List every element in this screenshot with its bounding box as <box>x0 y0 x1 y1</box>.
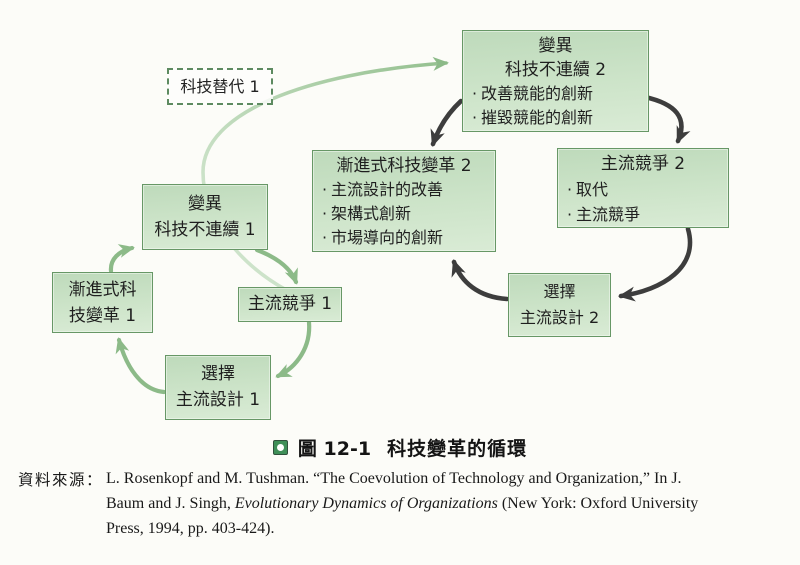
figure-title: 科技變革的循環 <box>387 438 528 460</box>
box-variation-1: 變異 科技不連續 1 <box>142 184 268 250</box>
bullet-dot: · <box>566 180 573 199</box>
bullet-dot: · <box>321 204 328 223</box>
box-variation-2-title-line2: 科技不連續 2 <box>504 60 607 80</box>
box-selection-1-title-line2: 主流設計 1 <box>175 390 261 410</box>
label-technology-substitution: 科技替代 1 <box>167 68 273 105</box>
bullet-dot: · <box>566 205 573 224</box>
arrow-variation1-to-competition1 <box>254 247 299 285</box>
box-competition-2-bullet-2: ·主流競爭 <box>563 202 728 227</box>
box-competition-2-bullet-1: ·取代 <box>563 177 728 202</box>
box-variation-1-title-line2: 科技不連續 1 <box>154 220 256 240</box>
source-text: L. Rosenkopf and M. Tushman. “The Coevol… <box>106 466 698 541</box>
box-incremental-2-bullet-1: ·主流設計的改善 <box>318 178 495 202</box>
arrow-competition2-to-selection2 <box>618 226 693 302</box>
box-incremental-1-title-line2: 技變革 1 <box>68 306 137 326</box>
box-incremental-2-bullet-2: ·架構式創新 <box>318 202 495 226</box>
source-prefix: 資料來源： <box>18 472 104 489</box>
box-selection-2: 選擇 主流設計 2 <box>508 273 611 337</box>
box-selection-2-title-line1: 選擇 <box>543 282 576 301</box>
arrow-variation2-to-competition2 <box>642 94 691 144</box>
arrow-competition1-to-selection1 <box>275 319 312 379</box>
bullet-dot: · <box>471 108 478 127</box>
box-incremental-2-title: 漸進式科技變革 2 <box>336 156 472 176</box>
box-incremental-1-title-line1: 漸進式科 <box>68 280 137 300</box>
figure-caption: 圖 12-1 科技變革的循環 <box>0 434 800 461</box>
label-technology-substitution-text: 科技替代 1 <box>180 77 260 96</box>
box-incremental-2: 漸進式科技變革 2 ·主流設計的改善 ·架構式創新 ·市場導向的創新 <box>312 150 496 252</box>
box-variation-2-bullet-2: ·摧毀競能的創新 <box>468 106 648 130</box>
arrow-variation2-to-incremental2 <box>430 98 464 147</box>
box-selection-1-title-line1: 選擇 <box>201 364 235 384</box>
arrow-selection1-to-incremental1 <box>115 337 167 395</box>
box-incremental-2-bullet-3: ·市場導向的創新 <box>318 226 495 250</box>
bullet-dot: · <box>471 84 478 103</box>
bullet-dot: · <box>321 180 328 199</box>
box-competition-2-title: 主流競爭 2 <box>600 154 686 174</box>
arrow-incremental1-to-variation1 <box>108 244 135 274</box>
box-selection-1: 選擇 主流設計 1 <box>165 355 271 420</box>
box-selection-2-title-line2: 主流設計 2 <box>519 308 600 327</box>
box-competition-1: 主流競爭 1 <box>238 287 342 322</box>
source-citation: 資料來源： L. Rosenkopf and M. Tushman. “The … <box>18 466 788 541</box>
box-competition-2: 主流競爭 2 ·取代 ·主流競爭 <box>557 148 729 228</box>
source-line-2: Baum and J. Singh, Evolutionary Dynamics… <box>106 495 699 512</box>
source-line-1: L. Rosenkopf and M. Tushman. “The Coevol… <box>106 470 682 487</box>
source-line-3: Press, 1994, pp. 403-424). <box>106 520 275 537</box>
arrow-selection2-to-incremental2 <box>451 259 510 302</box>
box-variation-2: 變異 科技不連續 2 ·改善競能的創新 ·摧毀競能的創新 <box>462 30 649 132</box>
figure-number: 圖 12-1 <box>297 438 372 460</box>
box-competition-1-title: 主流競爭 1 <box>247 294 333 314</box>
bullet-dot: · <box>321 228 328 247</box>
box-variation-1-title-line1: 變異 <box>188 194 222 214</box>
figure-caption-icon <box>272 440 288 455</box>
box-variation-2-title-line1: 變異 <box>538 36 573 56</box>
box-incremental-1: 漸進式科 技變革 1 <box>52 272 153 333</box>
box-variation-2-bullet-1: ·改善競能的創新 <box>468 82 648 106</box>
